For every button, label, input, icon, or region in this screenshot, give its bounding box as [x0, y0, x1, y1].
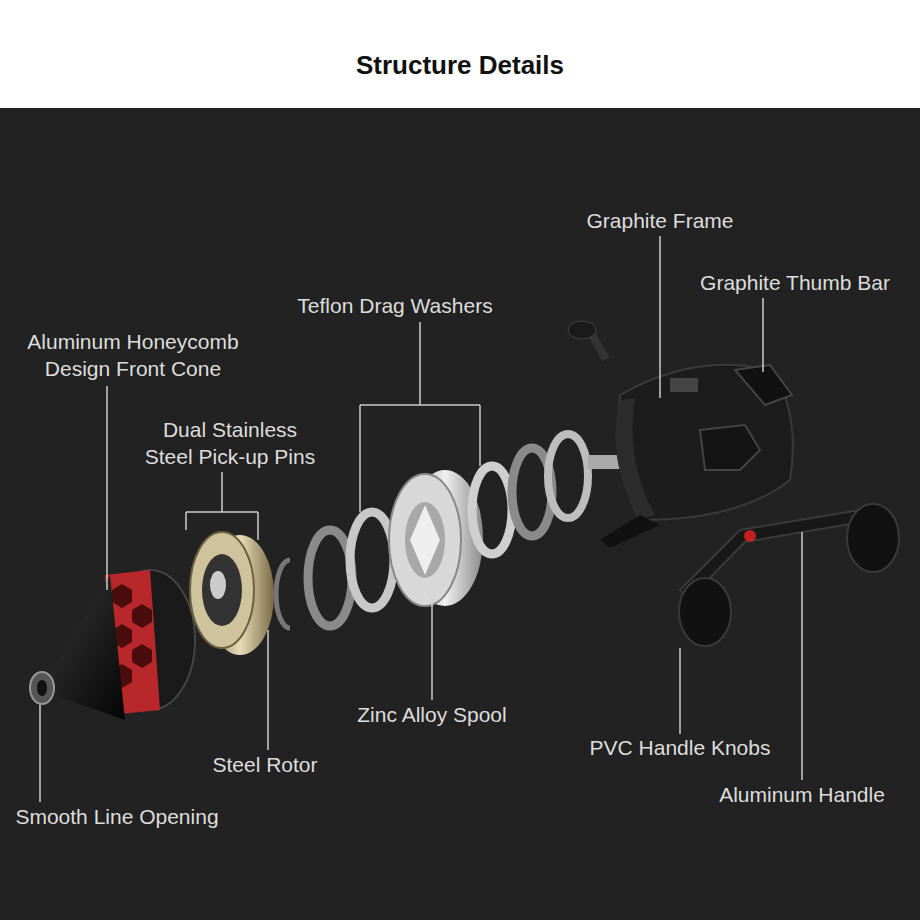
part-label: Graphite Thumb Bar [700, 269, 890, 296]
part-label: Steel Rotor [212, 751, 317, 778]
steel-rotor [190, 532, 274, 655]
part-label: Aluminum Handle [719, 781, 885, 808]
drag-washers [472, 434, 588, 554]
drag-washers [276, 512, 394, 628]
part-label: PVC Handle Knobs [590, 734, 771, 761]
part-label: Smooth Line Opening [15, 803, 218, 830]
part-label: Zinc Alloy Spool [357, 701, 506, 728]
part-label: Graphite Frame [586, 207, 733, 234]
part-label: Aluminum Honeycomb Design Front Cone [13, 328, 253, 382]
graphite-frame [568, 321, 793, 548]
leader-lines [40, 236, 802, 802]
aluminum-handle [679, 504, 899, 646]
part-label: Dual Stainless Steel Pick-up Pins [141, 416, 319, 470]
part-label: Teflon Drag Washers [297, 292, 492, 319]
zinc-alloy-spool [389, 470, 483, 606]
front-cone [30, 570, 195, 720]
title: Structure Details [356, 50, 564, 81]
